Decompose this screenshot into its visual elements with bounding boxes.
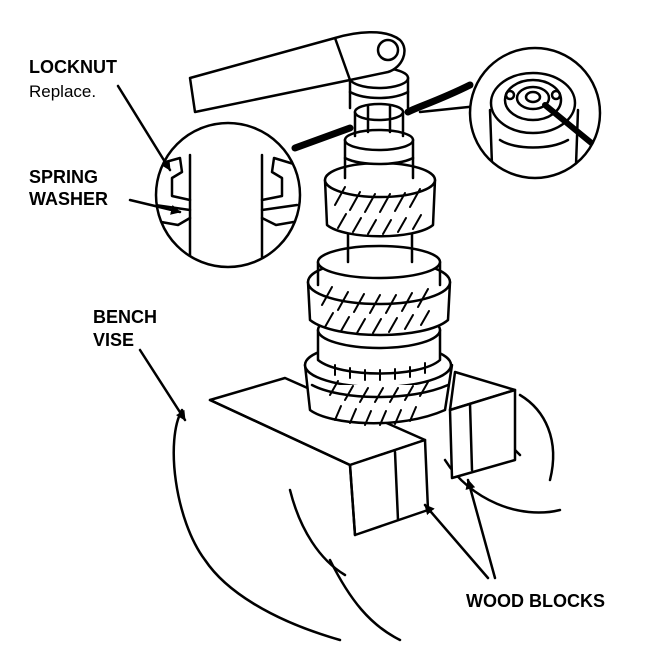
inset-view-circle bbox=[404, 46, 602, 180]
detail-callout-circle bbox=[154, 121, 354, 269]
wood-block-rear bbox=[448, 370, 517, 480]
wood-block-rear-arrow bbox=[465, 478, 497, 580]
replace-note: Replace. bbox=[29, 82, 97, 101]
leader-arrows bbox=[116, 84, 497, 580]
locknut-label: LOCKNUT bbox=[29, 57, 117, 77]
spring-washer-arrow bbox=[128, 198, 182, 215]
spring-washer-label-line1: SPRING bbox=[29, 167, 99, 187]
bench-vise-label-line1: BENCH bbox=[93, 307, 158, 327]
wood-block-front-arrow bbox=[423, 503, 490, 580]
bench-vise-label-line2: VISE bbox=[93, 330, 135, 350]
bench-vise-arrow bbox=[138, 348, 187, 422]
wrench bbox=[188, 31, 406, 114]
locknut-arrow bbox=[116, 84, 172, 172]
wood-blocks-label: WOOD BLOCKS bbox=[466, 591, 605, 611]
mainshaft-assembly bbox=[303, 66, 454, 426]
spring-washer-label-line2: WASHER bbox=[29, 189, 109, 209]
